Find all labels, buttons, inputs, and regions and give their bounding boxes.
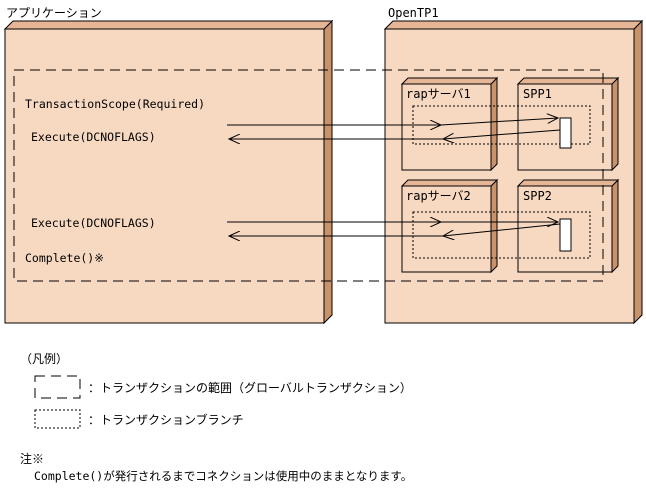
global-transaction-boundary [13, 69, 604, 282]
legend-heading: （凡例） [20, 352, 68, 366]
note-text: Complete()が発行されるまでコネクションは使用中のままとなります。 [34, 469, 412, 483]
note-heading: 注※ [20, 451, 44, 466]
rap-server-1-box [400, 76, 499, 172]
application-box [3, 19, 334, 325]
opentp1-title: OpenTP1 [388, 6, 439, 20]
execute-1-label: Execute(DCNOFLAGS) [31, 130, 156, 144]
legend-global-swatch [34, 375, 81, 399]
spp2-activation-bar [559, 218, 572, 252]
spp1-label: SPP1 [523, 87, 552, 101]
legend-branch-text: ：トランザクションブランチ [88, 412, 244, 427]
rap-server-2-label: rapサーバ2 [406, 189, 471, 203]
legend-branch-swatch [34, 409, 81, 429]
flow-1-arrows [227, 118, 561, 139]
complete-label: Complete()※ [25, 251, 104, 265]
spp1-activation-bar [559, 117, 572, 149]
transaction-scope-label: TransactionScope(Required) [25, 97, 205, 111]
transaction-branch-2 [412, 211, 591, 259]
transaction-branch-1 [412, 105, 591, 145]
execute-2-label: Execute(DCNOFLAGS) [31, 216, 156, 230]
spp2-label: SPP2 [523, 189, 552, 203]
legend-global-text: ：トランザクションの範囲（グローバルトランザクション） [88, 380, 412, 395]
rap-server-1-label: rapサーバ1 [406, 87, 471, 101]
flow-2-arrows [227, 222, 561, 236]
application-title: アプリケーション [6, 6, 102, 20]
